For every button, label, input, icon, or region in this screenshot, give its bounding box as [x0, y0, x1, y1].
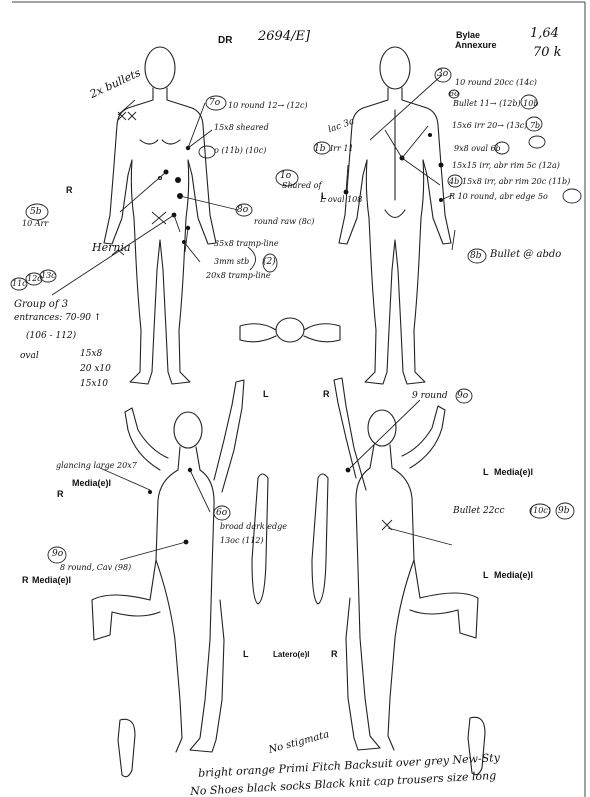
left-lower-media-label: Media(e)l	[32, 576, 71, 585]
annotation-1b: 1b	[314, 145, 326, 154]
lateral-right-figure	[334, 378, 478, 750]
head-top-view	[240, 318, 340, 342]
front-body-figure	[104, 47, 216, 384]
annotation-glancing: glancing large 20x7	[56, 462, 137, 470]
annotation-12c: 12c	[27, 275, 42, 283]
ref-value-1: 1,64	[530, 27, 559, 40]
annotation-hernia: Hernia	[92, 242, 131, 253]
annotation-6o-lower-text: broad dark edge	[220, 523, 287, 531]
annotation-8b: 8b	[470, 252, 482, 261]
lateral-left-l-label: L	[263, 390, 269, 399]
right-lower-l-label: L	[483, 571, 489, 580]
lateral-right-r-label: R	[323, 390, 330, 399]
annotation-13oc: 13oc (112)	[220, 537, 264, 545]
dr-label: DR	[218, 36, 232, 46]
annotation-15x8-b: 15x8	[80, 350, 102, 359]
annotation-bullet-back: Bullet 11→ (12b) 10b	[453, 100, 538, 108]
annotation-3o-text: 10 round 20cc (14c)	[455, 79, 537, 87]
annotation-9-round: 9 round	[412, 392, 448, 401]
annotation-oval: oval	[20, 352, 39, 361]
wound-marks	[148, 133, 444, 544]
annotation-7o-text: 10 round 12→ (12c)	[228, 102, 308, 110]
annotation-20x8: 20x8 tramp-line	[206, 272, 271, 280]
annotation-15x10: 15x10	[80, 380, 108, 389]
annotation-13c: 13c	[41, 272, 56, 280]
annotation-10c-ref: (10c)	[530, 507, 551, 515]
annotation-15x6: 15x6 irr 20→ (13c) 7b	[452, 122, 540, 130]
annotation-15x8-back: 15x8 irr, abr rim 20c (11b)	[462, 178, 570, 186]
left-lower-r-label: R	[22, 576, 29, 585]
annotation-11c: 11c	[12, 280, 27, 288]
front-r-label: R	[66, 186, 73, 195]
annotation-9b: 9b	[558, 507, 570, 516]
annotation-3o: 3o	[437, 70, 448, 79]
right-top-l-label: L	[483, 468, 489, 477]
annotation-group-of-3: Group of 3	[14, 300, 68, 310]
annotation-l-oval: L oval 108	[320, 196, 362, 204]
annotation-8b-text: Bullet @ abdo	[490, 250, 561, 260]
bottom-latero-label: Latero(e)l	[273, 651, 309, 659]
annotation-35x8: 35x8 tramp-line	[214, 240, 279, 248]
case-number: 2694/E]	[258, 30, 310, 43]
bottom-l-label: L	[243, 650, 249, 659]
left-media-r-label: R	[57, 490, 64, 499]
annotation-6o-lower: 6o	[216, 509, 227, 518]
annotation-8o-text: round raw (8c)	[254, 218, 314, 226]
annotation-5b-text: 10 Arr	[22, 220, 48, 228]
annotation-106-112: (106 - 112)	[26, 332, 76, 341]
bylae-label: Bylae	[456, 31, 480, 40]
annotation-15x8: 15x8 sheared	[214, 124, 269, 132]
left-media-label: Media(e)l	[72, 479, 111, 488]
annotation-9o-left-text: 8 round, Cav (98)	[60, 564, 131, 572]
annotation-9o-left: 9o	[52, 550, 63, 559]
annotation-5b: 5b	[30, 208, 42, 217]
annotation-bullet-22cc: Bullet 22cc	[453, 507, 505, 516]
annotation-7o: 7o	[209, 99, 220, 108]
annotation-1o-text: Shared of	[282, 182, 321, 190]
annotation-1b-text: Irr 11	[330, 145, 354, 153]
annotation-3mm: 3mm stb	[214, 258, 249, 266]
back-body-figure	[339, 47, 451, 384]
annotation-9o-right: 9o	[457, 392, 468, 401]
annotation-2: (2)	[263, 258, 276, 267]
annotation-9x8: 9x8 oval 6b	[454, 145, 501, 153]
annotation-6o: 6o	[449, 90, 459, 98]
annotation-8o: 8o	[237, 206, 248, 215]
annexure-label: Annexure	[455, 41, 497, 50]
bottom-r-label: R	[331, 650, 338, 659]
annotation-20x10: 20 x10	[80, 365, 111, 374]
ref-value-2: 70 k	[533, 46, 562, 59]
annotation-entrances: entrances: 70-90 ↑	[14, 314, 101, 323]
annotation-11b: o (11b) (10c)	[214, 147, 266, 155]
right-lower-media-label: Media(e)l	[494, 571, 533, 580]
annotation-r-round: R 10 round, abr edge 5o	[449, 193, 548, 201]
right-top-media-label: Media(e)l	[494, 468, 533, 477]
annotation-1o: 1o	[280, 172, 291, 181]
annotation-4b: 4b	[449, 178, 459, 186]
annotation-15x15: 15x15 irr, abr rim 5c (12a)	[452, 162, 560, 170]
